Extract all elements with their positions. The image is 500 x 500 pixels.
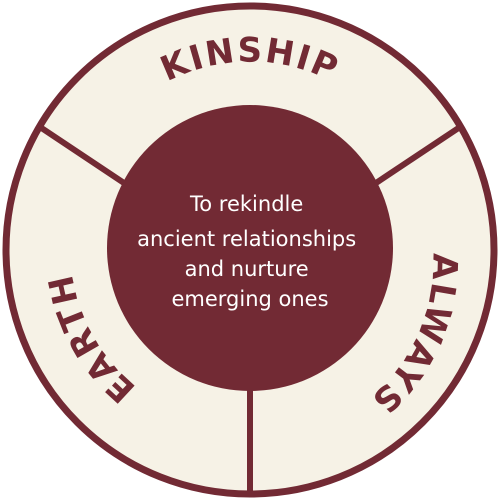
center-line: and nurture [185, 257, 309, 281]
center-statement: To rekindle ancient relationships and nu… [137, 192, 363, 311]
center-line: ancient relationships [137, 227, 356, 251]
center-line: emerging ones [171, 287, 328, 311]
divider-top-right [374, 124, 462, 186]
center-circle [107, 105, 393, 391]
center-line: To rekindle [189, 192, 303, 216]
divider-top-left [38, 124, 126, 186]
